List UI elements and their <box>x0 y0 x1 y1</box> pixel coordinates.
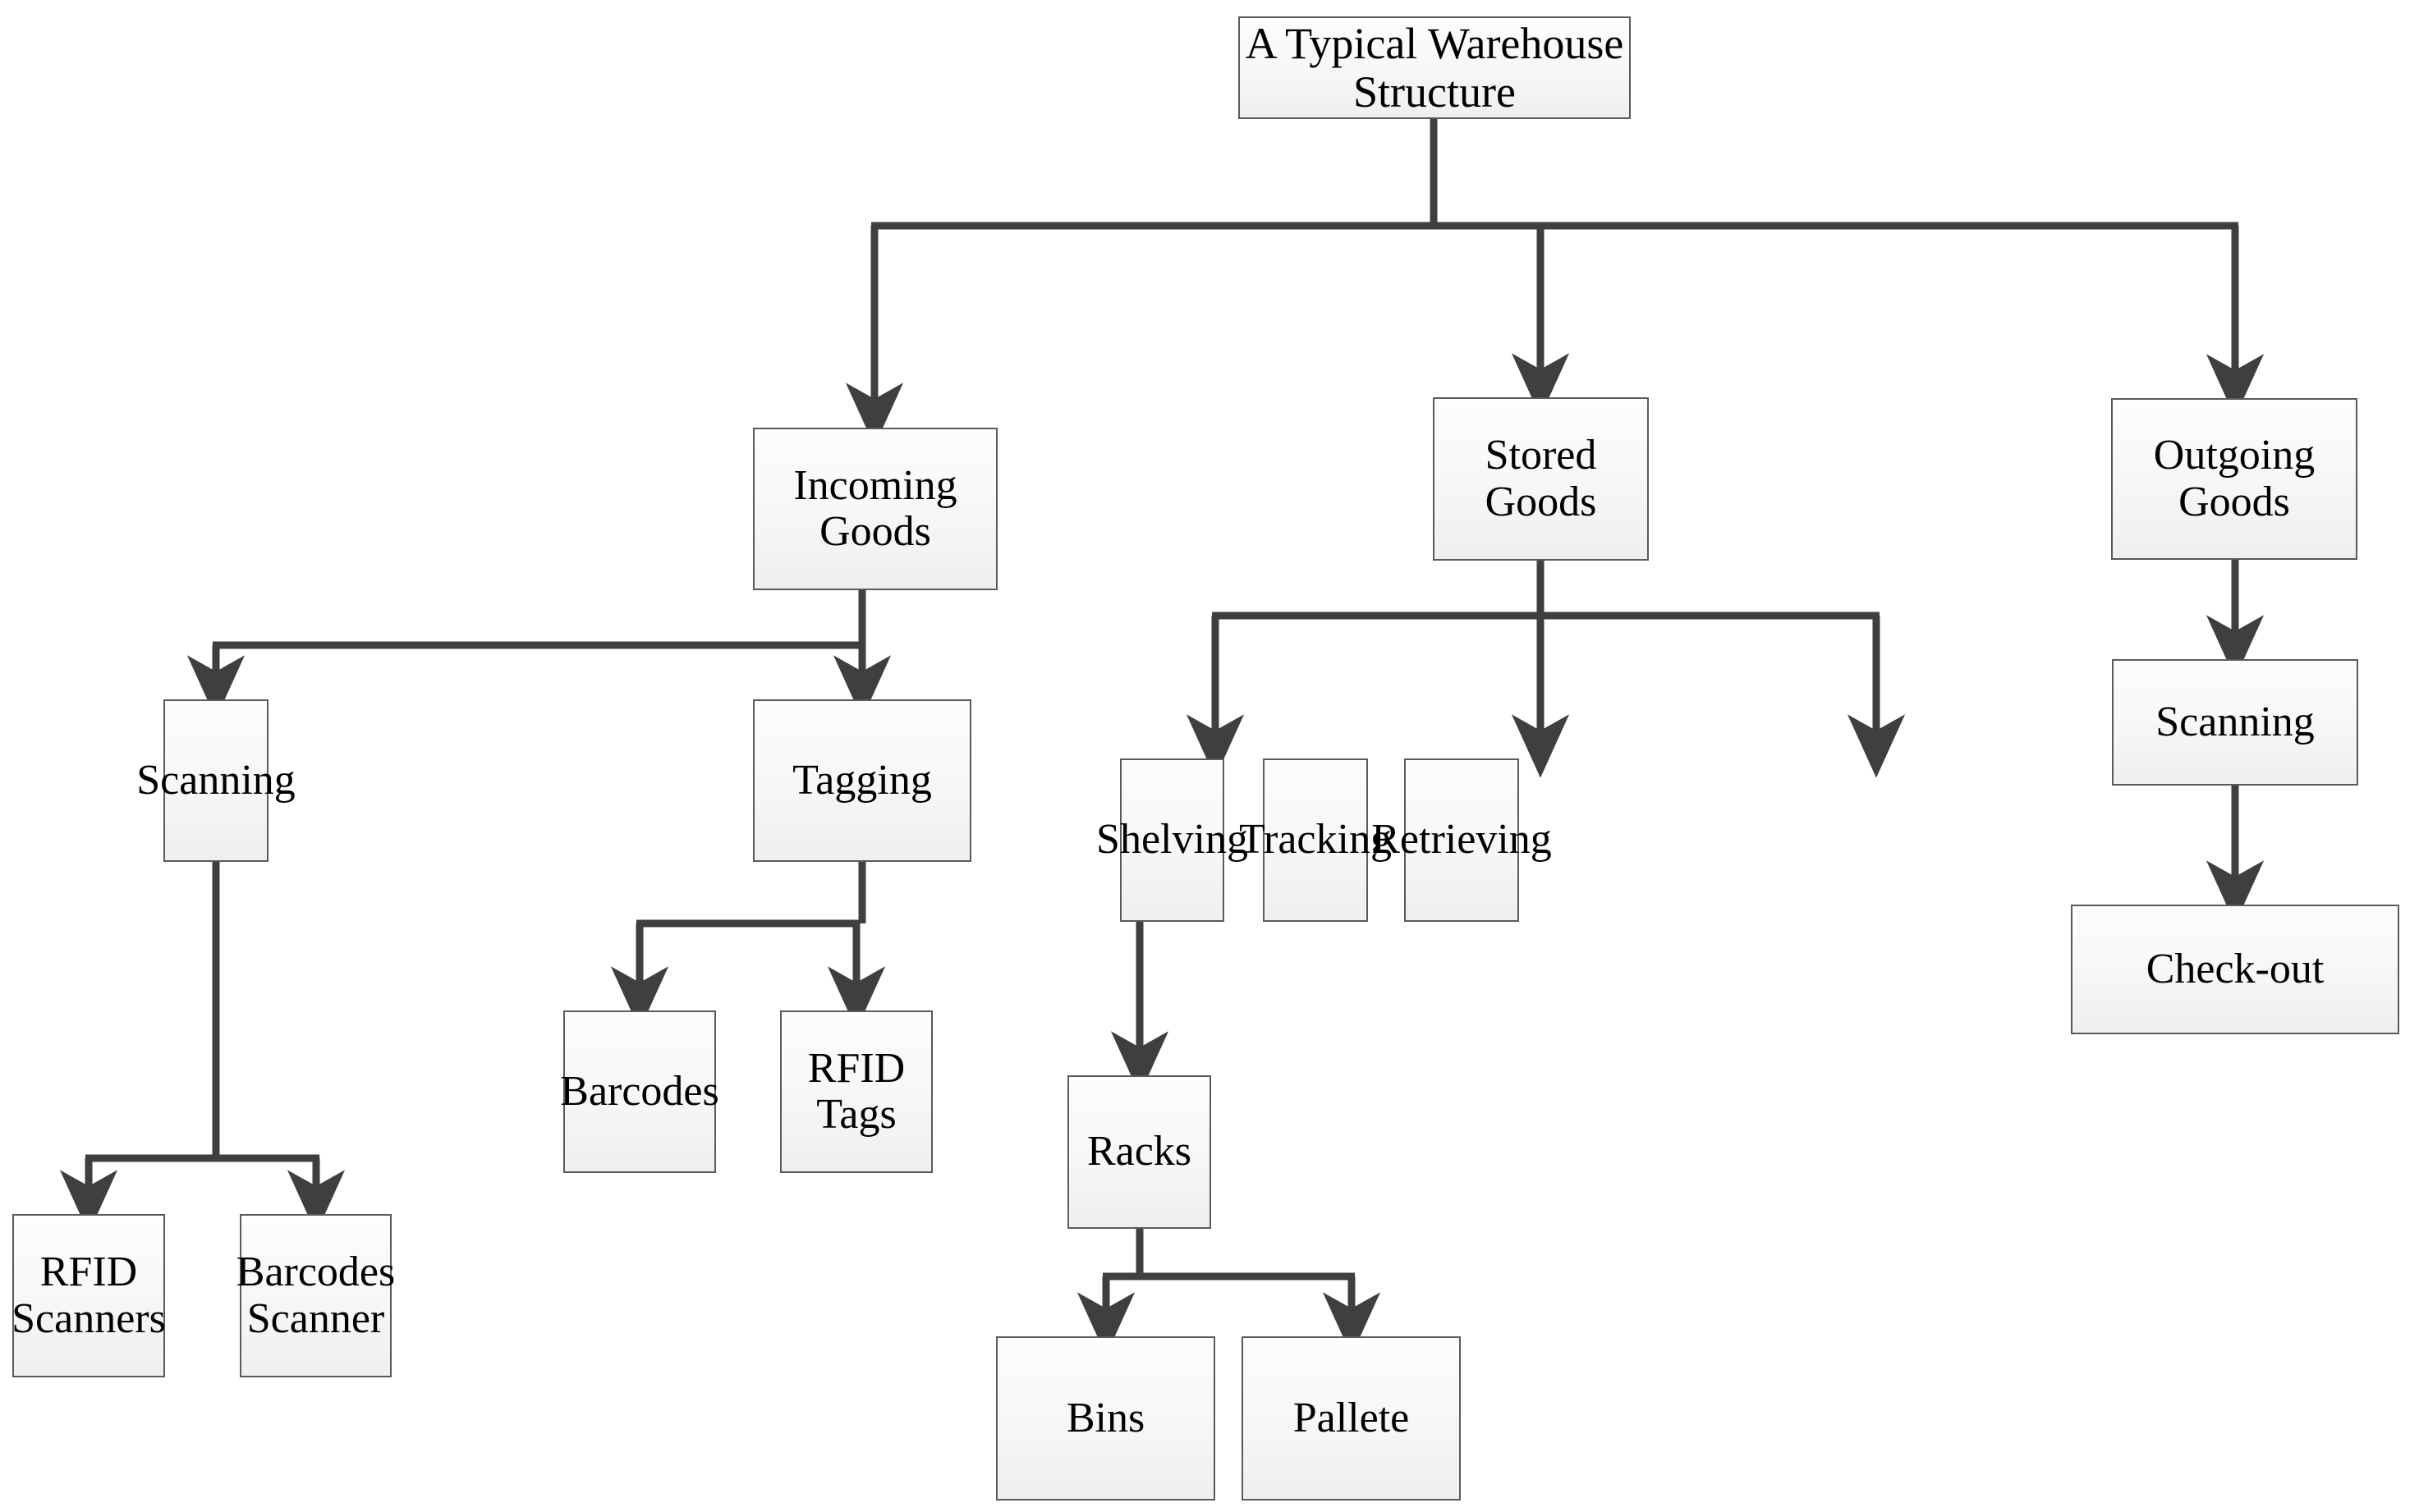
edge-tagging-bus <box>636 862 866 928</box>
node-bins[interactable]: Bins <box>996 1336 1215 1501</box>
node-outgoing-goods[interactable]: Outgoing Goods <box>2111 398 2357 560</box>
node-tracking[interactable]: Tracking <box>1239 758 1392 922</box>
node-racks[interactable]: Racks <box>1067 1075 1211 1229</box>
node-barcodes-scanner[interactable]: Barcodes Scanner <box>236 1214 395 1377</box>
node-shelving[interactable]: Shelving <box>1096 758 1248 922</box>
node-barcodes[interactable]: Barcodes <box>560 1010 719 1173</box>
edge-stored-bus <box>1212 561 1545 620</box>
node-incoming-goods[interactable]: Incoming Goods <box>753 428 998 590</box>
node-stored-goods[interactable]: Stored Goods <box>1433 397 1649 561</box>
node-tagging[interactable]: Tagging <box>753 699 971 862</box>
edge-incoming-bus <box>213 590 866 649</box>
node-rfid-tags[interactable]: RFID Tags <box>780 1010 933 1173</box>
node-scanning-incoming[interactable]: Scanning <box>136 699 296 862</box>
node-retrieving[interactable]: Retrieving <box>1371 758 1552 922</box>
node-root[interactable]: A Typical Warehouse Structure <box>1238 16 1631 119</box>
edge-scanningin-bus <box>85 862 319 1162</box>
edge-root-bus <box>871 119 2238 230</box>
node-rfid-scanners[interactable]: RFID Scanners <box>11 1214 166 1377</box>
node-pallete[interactable]: Pallete <box>1242 1336 1461 1501</box>
edge-racks-bus <box>1103 1229 1355 1281</box>
node-scanning-outgoing[interactable]: Scanning <box>2112 659 2358 786</box>
node-check-out[interactable]: Check-out <box>2071 905 2399 1034</box>
